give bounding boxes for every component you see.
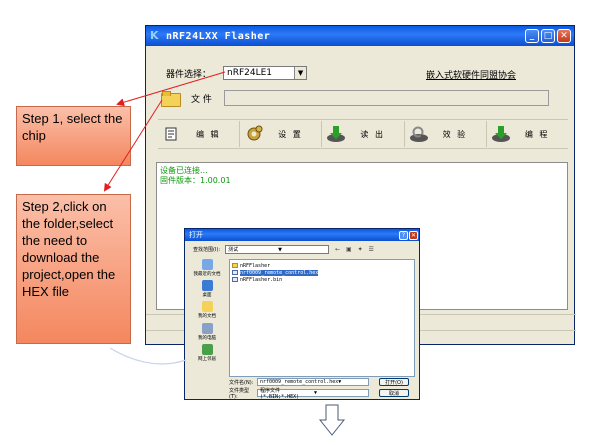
- recent-docs-icon: [201, 259, 213, 270]
- place-network[interactable]: 网上邻居: [198, 343, 216, 363]
- file-icon: [232, 270, 238, 275]
- place-my-computer[interactable]: 我的电脑: [198, 322, 216, 342]
- my-documents-icon: [201, 301, 213, 313]
- step2-callout: Step 2,click on the folder,select the ne…: [16, 194, 131, 344]
- filename-label: 文件名(N):: [229, 379, 254, 386]
- dialog-title: 打开: [189, 231, 203, 239]
- step1-callout: Step 1, select the chip: [16, 106, 131, 166]
- verify-button[interactable]: 效 验: [405, 121, 487, 147]
- chip-label: 器件选择：: [166, 69, 212, 80]
- place-recent[interactable]: 我最近的文档: [194, 259, 221, 278]
- place-my-documents[interactable]: 我的文档: [198, 301, 216, 320]
- app-logo-icon: K: [150, 29, 159, 42]
- arrow-to-dialog: [109, 347, 187, 365]
- open-folder-icon[interactable]: [161, 91, 181, 107]
- chevron-down-icon[interactable]: ▼: [278, 246, 282, 253]
- program-icon: [491, 124, 511, 144]
- read-button[interactable]: 读 出: [322, 121, 405, 147]
- filetype-select[interactable]: 程序文件(*.BIN;*.HEX) ▼: [257, 388, 369, 400]
- chevron-down-icon[interactable]: ▼: [294, 67, 307, 79]
- log-line: 设备已连接...: [160, 166, 208, 175]
- my-computer-icon: [201, 322, 213, 334]
- file-icon: [232, 277, 238, 282]
- place-label: 我最近的文档: [193, 272, 221, 277]
- look-in-select[interactable]: 测试 ▼: [225, 245, 330, 254]
- title-bar[interactable]: K nRF24LXX Flasher _ □ ✕: [146, 26, 574, 46]
- chevron-down-icon[interactable]: ▼: [338, 379, 342, 385]
- list-item[interactable]: nRFFlasher: [232, 262, 412, 269]
- dialog-close-button[interactable]: ✕: [409, 230, 418, 240]
- verify-label: 效 验: [442, 129, 468, 139]
- window-title: nRF24LXX Flasher: [166, 30, 271, 42]
- chip-select-value: nRF24LE1: [227, 68, 273, 78]
- toolbar: 编 辑 设 置 读 出 效 验: [158, 119, 568, 149]
- place-desktop[interactable]: 桌面: [201, 280, 213, 299]
- network-icon: [201, 343, 213, 355]
- open-file-dialog: 打开 ? ✕ 查找范围(I): 测试 ▼ ← ▣ ✦ ☰ 我最近的文档 桌面: [184, 228, 420, 400]
- read-label: 读 出: [360, 129, 385, 139]
- settings-button[interactable]: 设 置: [240, 121, 323, 147]
- file-path-field[interactable]: [223, 90, 549, 106]
- list-item[interactable]: nrf0009_remote_control.hex: [232, 269, 412, 276]
- places-bar: 我最近的文档 桌面 我的文档 我的电脑 网上邻居: [189, 259, 225, 363]
- dialog-nav-icons[interactable]: ← ▣ ✦ ☰: [335, 246, 376, 253]
- program-label: 编 程: [524, 129, 550, 139]
- dialog-title-bar[interactable]: 打开 ? ✕: [185, 229, 419, 241]
- program-button[interactable]: 编 程: [487, 121, 568, 147]
- gear-icon: [244, 124, 264, 144]
- read-icon: [326, 124, 346, 144]
- folder-icon: [232, 263, 238, 268]
- down-arrow-icon: [318, 404, 346, 436]
- edit-icon: [162, 124, 182, 144]
- file-label: 文 件: [191, 94, 212, 105]
- place-label: 桌面: [202, 293, 212, 299]
- settings-label: 设 置: [278, 129, 303, 139]
- close-button[interactable]: ✕: [557, 29, 571, 43]
- list-item[interactable]: nRFFlasher.bin: [232, 276, 412, 283]
- chevron-down-icon[interactable]: ▼: [314, 390, 318, 396]
- minimize-button[interactable]: _: [525, 29, 539, 43]
- look-in-value: 测试: [228, 247, 239, 253]
- open-button[interactable]: 打开(O): [379, 378, 409, 386]
- edit-button[interactable]: 编 辑: [158, 121, 241, 147]
- file-list[interactable]: nRFFlasher nrf0009_remote_control.hex nR…: [229, 259, 415, 377]
- edit-label: 编 辑: [196, 129, 221, 139]
- maximize-button[interactable]: □: [541, 29, 555, 43]
- cancel-button[interactable]: 取消: [379, 389, 409, 397]
- desktop-icon: [201, 280, 213, 292]
- look-in-label: 查找范围(I):: [193, 247, 221, 253]
- place-label: 网上邻居: [198, 356, 216, 362]
- help-button[interactable]: ?: [399, 230, 408, 240]
- place-label: 我的电脑: [198, 335, 216, 341]
- log-line: 固件版本：1.00.01: [160, 176, 231, 185]
- place-label: 我的文档: [198, 314, 216, 320]
- filename-field[interactable]: nrf0009_remote_control.hex ▼: [257, 378, 369, 386]
- filetype-label: 文件类型(T):: [229, 387, 250, 400]
- chip-select[interactable]: nRF24LE1 ▼: [223, 66, 308, 80]
- verify-icon: [409, 124, 429, 144]
- association-link[interactable]: 嵌入式软硬件同盟协会: [426, 71, 517, 81]
